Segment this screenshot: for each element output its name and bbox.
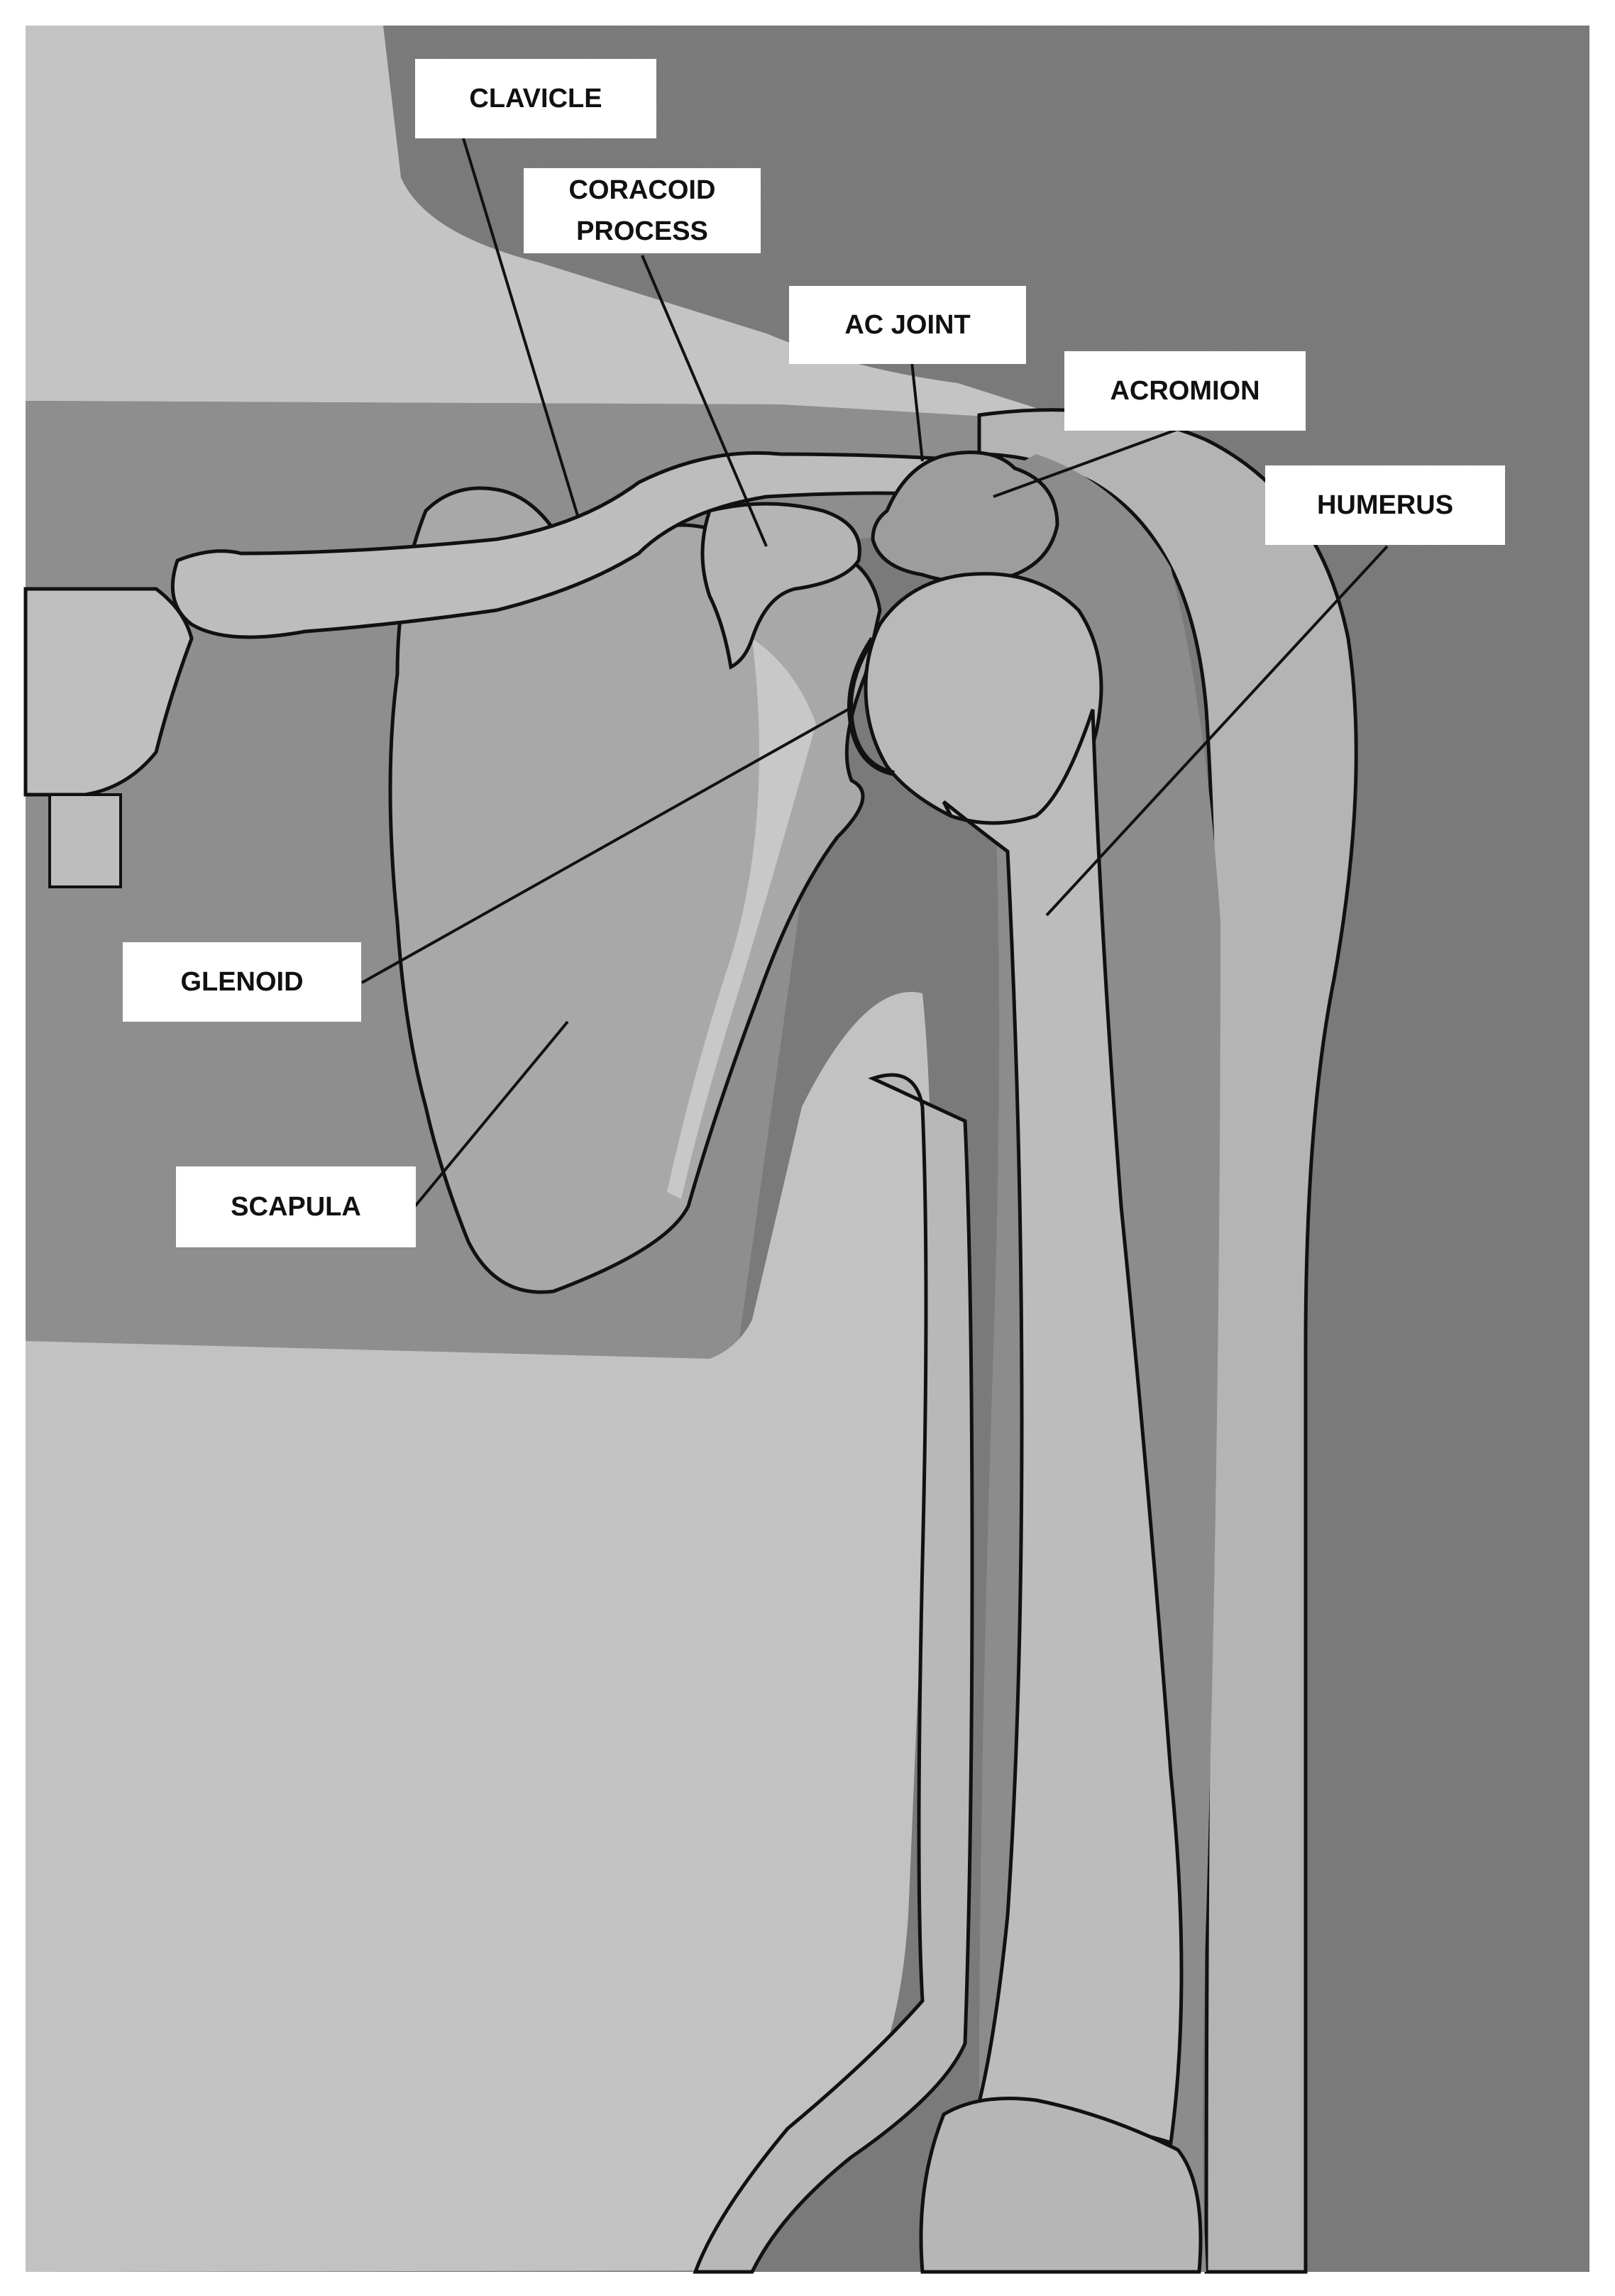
label-coracoid-process: CORACOID PROCESS (524, 168, 761, 253)
forearm (693, 1073, 974, 2274)
glenoid-rim (847, 636, 895, 776)
label-glenoid: GLENOID (123, 942, 361, 1022)
leader-ac-joint (910, 361, 924, 462)
leader-scapula (414, 1020, 569, 1208)
elbow-condyle (919, 2097, 1203, 2274)
torso-region (26, 992, 932, 2272)
neck-region (26, 26, 1071, 426)
label-humerus: HUMERUS (1265, 465, 1505, 545)
leader-clavicle (460, 131, 580, 519)
acromion-bone (871, 451, 1059, 584)
coracoid-bone (700, 502, 861, 670)
humerus-shaft (942, 709, 1184, 2146)
sternum-fragment (23, 587, 194, 797)
leader-glenoid (361, 708, 849, 984)
scapula-spine (667, 639, 816, 1199)
label-scapula: SCAPULA (176, 1166, 416, 1247)
leader-lines (361, 131, 1389, 1208)
label-ac-joint: AC JOINT (789, 286, 1026, 364)
rib-fragment (48, 793, 122, 888)
upper-arm-outline (977, 408, 1358, 2274)
label-acromion: ACROMION (1064, 351, 1306, 431)
leader-coracoid (641, 255, 768, 547)
label-clavicle: CLAVICLE (415, 59, 656, 138)
leader-acromion (993, 428, 1179, 498)
leader-humerus (1045, 545, 1389, 917)
